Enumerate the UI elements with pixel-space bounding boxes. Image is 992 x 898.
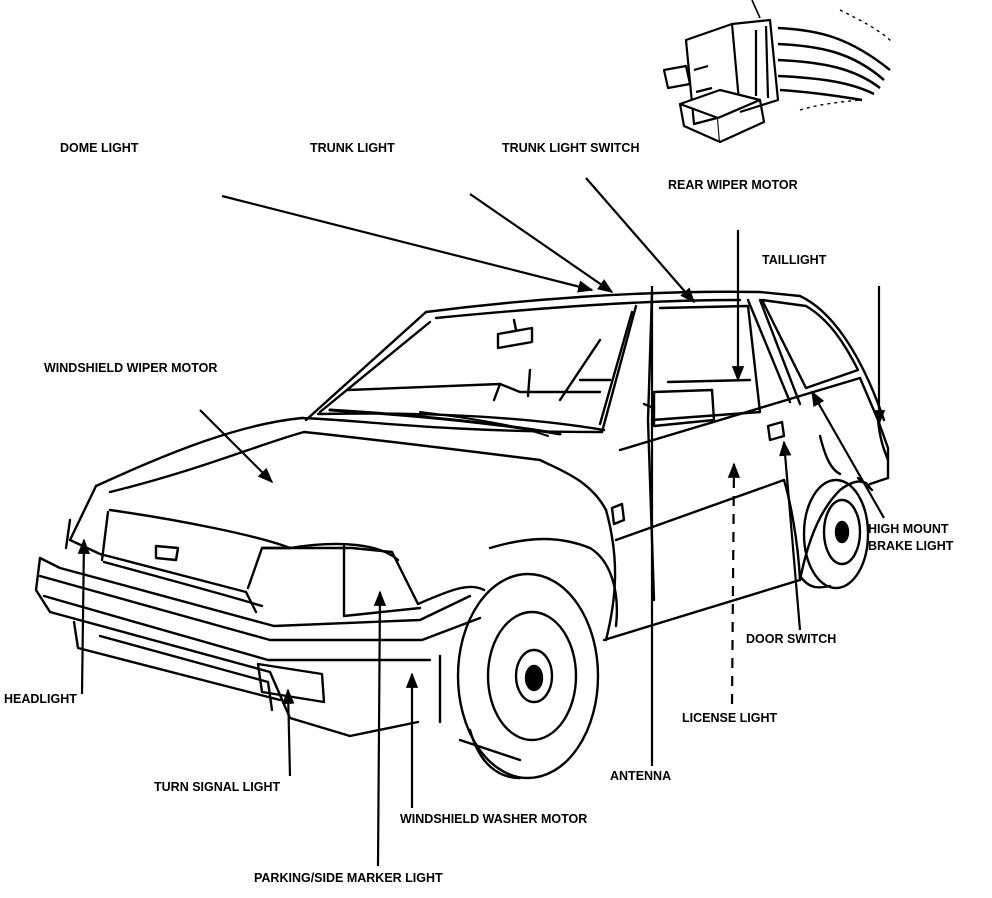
label-taillight: TAILLIGHT — [762, 253, 827, 267]
label-rear-wiper-motor: REAR WIPER MOTOR — [668, 178, 798, 192]
label-headlight: HEADLIGHT — [4, 692, 77, 706]
leader-parking-side-marker-light — [373, 590, 387, 867]
label-high-mount-brake-light: HIGH MOUNT BRAKE LIGHT — [868, 521, 953, 555]
label-antenna: ANTENNA — [610, 769, 672, 783]
leader-trunk-light-switch — [585, 177, 696, 304]
label-dome-light: DOME LIGHT — [60, 141, 139, 155]
label-turn-signal-light: TURN SIGNAL LIGHT — [154, 780, 281, 794]
label-high-mount-line2: BRAKE LIGHT — [868, 539, 954, 553]
wiring-connector-illustration — [662, 0, 893, 144]
leader-high-mount-brake-light — [811, 390, 885, 519]
label-trunk-light: TRUNK LIGHT — [310, 141, 395, 155]
leader-lines — [77, 177, 886, 867]
leader-windshield-wiper-motor — [199, 409, 274, 484]
leader-door-switch — [779, 440, 802, 631]
leader-headlight — [77, 538, 90, 695]
label-parking-side-marker-light: PARKING/SIDE MARKER LIGHT — [254, 871, 443, 885]
label-trunk-light-switch: TRUNK LIGHT SWITCH — [502, 141, 640, 155]
label-door-switch: DOOR SWITCH — [746, 632, 837, 646]
leader-license-light — [727, 462, 741, 705]
label-license-light: LICENSE LIGHT — [682, 711, 778, 725]
label-windshield-wiper-motor: WINDSHIELD WIPER MOTOR — [44, 361, 218, 375]
leader-dome-light — [221, 194, 594, 293]
label-windshield-washer-motor: WINDSHIELD WASHER MOTOR — [400, 812, 588, 826]
leader-turn-signal-light — [282, 688, 295, 777]
label-high-mount-line1: HIGH MOUNT — [868, 522, 949, 536]
leader-trunk-light — [469, 193, 614, 293]
